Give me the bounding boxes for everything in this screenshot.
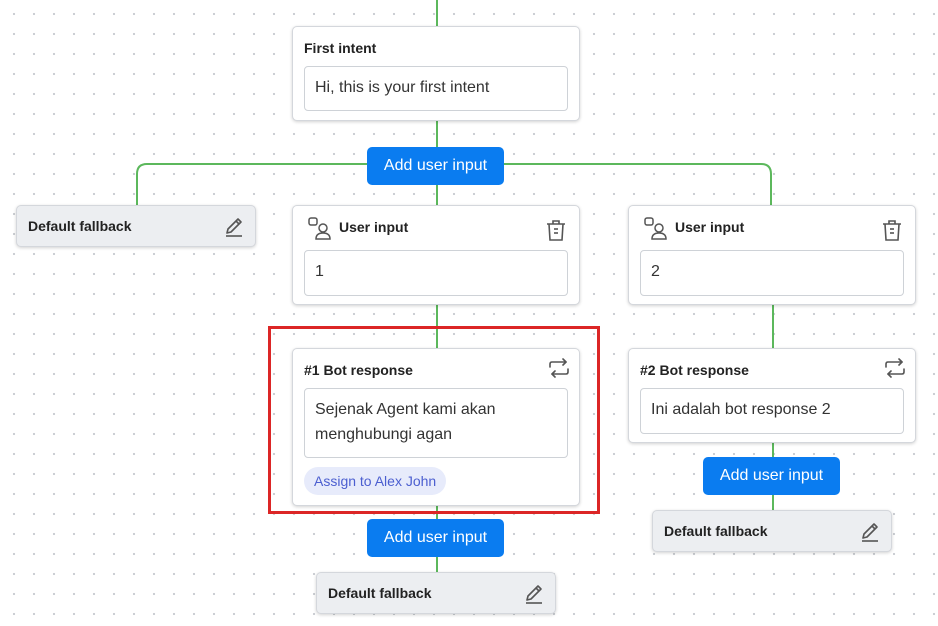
first-intent-field[interactable]: Hi, this is your first intent bbox=[304, 66, 568, 111]
connector-right-branch bbox=[504, 163, 772, 205]
first-intent-title: First intent bbox=[304, 40, 377, 56]
users-icon bbox=[644, 217, 667, 240]
trash-icon[interactable] bbox=[881, 219, 903, 243]
add-user-input-button-right[interactable]: Add user input bbox=[703, 457, 840, 495]
default-fallback-label: Default fallback bbox=[664, 523, 768, 539]
pencil-icon[interactable] bbox=[523, 583, 545, 605]
user-input-field-2[interactable]: 2 bbox=[640, 250, 904, 296]
bot-response-field-2[interactable]: Ini adalah bot response 2 bbox=[640, 388, 904, 434]
bot-response-title-1: #1 Bot response bbox=[304, 362, 413, 378]
trash-icon[interactable] bbox=[545, 219, 567, 243]
user-input-title-1: User input bbox=[339, 219, 409, 235]
add-user-input-button-center[interactable]: Add user input bbox=[367, 519, 504, 557]
bot-response-card-1[interactable]: #1 Bot response Sejenak Agent kami akan … bbox=[292, 348, 580, 506]
user-input-field-1[interactable]: 1 bbox=[304, 250, 568, 296]
add-user-input-button-top[interactable]: Add user input bbox=[367, 147, 504, 185]
highlight-box bbox=[268, 326, 600, 514]
bot-response-card-2[interactable]: #2 Bot response Ini adalah bot response … bbox=[628, 348, 916, 443]
bot-response-field-1[interactable]: Sejenak Agent kami akan menghubungi agan bbox=[304, 388, 568, 458]
repeat-icon[interactable] bbox=[547, 358, 571, 378]
assign-chip[interactable]: Assign to Alex John bbox=[304, 467, 447, 495]
pencil-icon[interactable] bbox=[859, 521, 881, 543]
default-fallback-label: Default fallback bbox=[328, 585, 432, 601]
repeat-icon[interactable] bbox=[883, 358, 907, 378]
users-icon bbox=[308, 217, 331, 240]
default-fallback-right[interactable]: Default fallback bbox=[652, 510, 892, 552]
first-intent-card[interactable]: First intent Hi, this is your first inte… bbox=[292, 26, 580, 121]
user-input-card-1[interactable]: User input 1 bbox=[292, 205, 580, 305]
connector-left-branch bbox=[136, 163, 367, 205]
default-fallback-label: Default fallback bbox=[28, 218, 132, 234]
bot-response-title-2: #2 Bot response bbox=[640, 362, 749, 378]
pencil-icon[interactable] bbox=[223, 216, 245, 238]
default-fallback-center[interactable]: Default fallback bbox=[316, 572, 556, 614]
user-input-card-2[interactable]: User input 2 bbox=[628, 205, 916, 305]
user-input-title-2: User input bbox=[675, 219, 745, 235]
default-fallback-left[interactable]: Default fallback bbox=[16, 205, 256, 247]
